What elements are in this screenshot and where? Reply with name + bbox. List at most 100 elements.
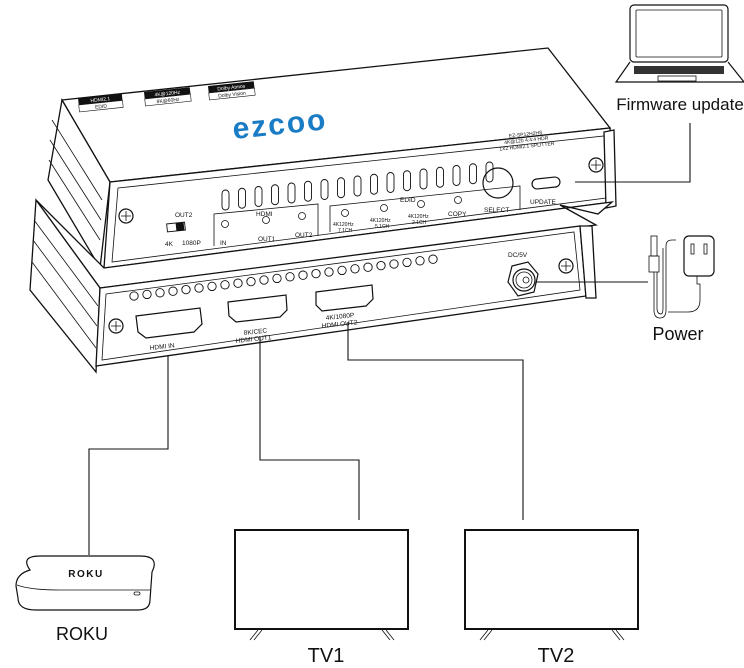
led-out2 bbox=[298, 212, 306, 220]
led-in bbox=[221, 220, 229, 228]
edid-led-label: 4K120Hz bbox=[370, 218, 391, 224]
vent-hole bbox=[155, 288, 165, 298]
hdmi-out2-port[interactable]: 4K/1080P HDMI OUT2 bbox=[315, 284, 374, 330]
vent-slot bbox=[254, 186, 263, 207]
led-out1 bbox=[262, 216, 270, 224]
device-side-fins bbox=[29, 198, 101, 374]
vent-hole bbox=[285, 272, 295, 282]
screw-icon bbox=[118, 208, 134, 224]
out2-switch[interactable]: OUT2 4K 1080P bbox=[165, 212, 201, 248]
device-side-fins bbox=[47, 98, 111, 270]
vent-hole bbox=[272, 273, 282, 284]
roku-device-icon: ROKU ROKU bbox=[15, 555, 155, 644]
vent-hole bbox=[246, 276, 256, 287]
tv1-label: TV1 bbox=[308, 645, 345, 667]
tv2-label: TV2 bbox=[538, 645, 575, 667]
vent-hole bbox=[129, 291, 139, 301]
dc-power-port[interactable]: DC/5V bbox=[507, 252, 539, 297]
wire-hdmi-in-to-roku bbox=[88, 356, 169, 555]
vent-slot bbox=[271, 184, 279, 206]
vent-slot bbox=[287, 182, 296, 204]
led-label-out1: OUT1 bbox=[258, 236, 276, 243]
vent-hole bbox=[298, 270, 308, 280]
vent-hole bbox=[389, 259, 399, 269]
wire-out2-to-tv2 bbox=[347, 322, 524, 520]
roku-logo-text: ROKU bbox=[68, 569, 103, 580]
vent-hole bbox=[337, 265, 347, 276]
vent-hole bbox=[363, 262, 373, 272]
edid-led-label: COPY bbox=[448, 211, 467, 218]
model-line: EZ-SP12H2HS bbox=[509, 130, 544, 140]
laptop-icon: Firmware update bbox=[614, 4, 744, 114]
vent-hole bbox=[181, 284, 191, 295]
vent-hole bbox=[376, 260, 386, 271]
edid-led-label: 5.1CH bbox=[375, 224, 390, 230]
power-adapter-icon: Power bbox=[648, 235, 715, 344]
power-label: Power bbox=[652, 324, 703, 344]
led-label-in: IN bbox=[220, 240, 227, 247]
edid-led-label: 2.1CH bbox=[412, 220, 427, 226]
vent-hole bbox=[311, 268, 321, 279]
edid-led-label: 4K120Hz bbox=[408, 214, 429, 220]
vent-slot bbox=[370, 173, 378, 195]
badge-dolby: Dolby Atmos Dolby Vision bbox=[208, 81, 256, 101]
switch-title: OUT2 bbox=[175, 212, 193, 219]
vent-slot bbox=[238, 187, 246, 209]
select-button[interactable] bbox=[482, 167, 514, 199]
port-label: HDMI OUT2 bbox=[321, 319, 358, 330]
select-label: SELECT bbox=[484, 207, 509, 214]
vent-holes bbox=[129, 254, 438, 301]
badge-bottom-text: 8K@60Hz bbox=[156, 97, 180, 105]
vent-slot bbox=[469, 163, 477, 185]
screw-icon bbox=[108, 318, 124, 334]
vent-slot bbox=[403, 170, 411, 192]
badge-4k120: 4K@120Hz 8K@60Hz bbox=[144, 87, 192, 107]
switch-option-1080p: 1080P bbox=[182, 240, 201, 247]
update-label: UPDATE bbox=[530, 199, 557, 206]
vent-slot bbox=[436, 166, 444, 188]
port-label: 8K/CEC bbox=[243, 328, 267, 337]
hdmi-group-title: HDMI bbox=[256, 211, 273, 218]
vent-slot bbox=[320, 179, 329, 200]
wire-update-to-laptop bbox=[575, 123, 691, 183]
vent-hole bbox=[259, 275, 269, 285]
vent-hole bbox=[233, 278, 243, 288]
port-label: HDMI IN bbox=[149, 342, 175, 352]
hdmi-out1-port[interactable]: 8K/CEC HDMI OUT1 bbox=[227, 294, 288, 345]
update-port[interactable] bbox=[531, 176, 561, 190]
laptop-label: Firmware update bbox=[616, 95, 744, 114]
tv2-icon: TV2 bbox=[464, 529, 639, 667]
vent-hole bbox=[220, 280, 230, 290]
vent-slot bbox=[353, 175, 362, 197]
model-text: EZ-SP12H2HS 4K@120 4:4:4 HDR 1X2 HDMI2.1… bbox=[499, 130, 555, 153]
port-label: HDMI OUT1 bbox=[235, 334, 272, 345]
hdmi-in-port[interactable]: HDMI IN bbox=[135, 307, 203, 352]
hdmi-led-group: HDMI IN OUT1 OUT2 bbox=[213, 203, 319, 247]
vent-hole bbox=[415, 256, 425, 266]
vent-slot bbox=[419, 168, 428, 190]
edid-led-label: 4K120Hz bbox=[333, 222, 354, 228]
splitter-bottom-device: HDMI IN 8K/CEC HDMI OUT1 4K/1080P HDMI O… bbox=[29, 198, 615, 374]
vent-hole bbox=[324, 267, 334, 277]
port-label: 4K/1080P bbox=[325, 312, 354, 322]
vent-slots bbox=[221, 161, 494, 211]
connection-wires bbox=[88, 123, 691, 555]
roku-label: ROKU bbox=[56, 624, 108, 644]
vent-hole bbox=[168, 286, 178, 296]
switch-option-4k: 4K bbox=[165, 241, 174, 248]
badge-top-text: HDMI2.1 bbox=[90, 96, 110, 104]
edid-led-label: 7.1CH bbox=[338, 228, 353, 234]
model-line: 4K@120 4:4:4 HDR bbox=[504, 135, 549, 146]
vent-hole bbox=[142, 289, 152, 300]
model-line: 1X2 HDMI2.1 SPLITTER bbox=[499, 141, 555, 153]
badge-top-text: 4K@120Hz bbox=[154, 90, 181, 99]
vent-hole bbox=[428, 254, 438, 264]
vent-hole bbox=[207, 281, 217, 292]
screw-icon bbox=[558, 258, 574, 274]
badge-hdmi21: HDMI2.1 EDID bbox=[78, 93, 124, 113]
vent-slot bbox=[386, 172, 395, 193]
badge-top-text: Dolby Atmos bbox=[217, 84, 246, 93]
vent-slot bbox=[304, 180, 312, 202]
vent-slot bbox=[485, 161, 494, 183]
